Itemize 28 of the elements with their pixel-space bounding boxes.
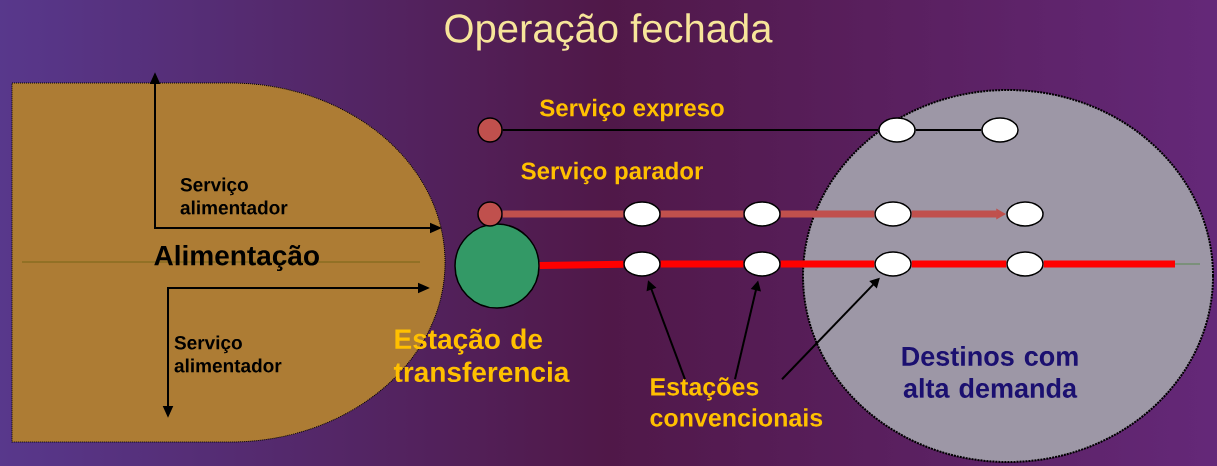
station-oval (743, 201, 781, 227)
station-oval (1006, 251, 1044, 277)
station-oval (1006, 201, 1044, 227)
transfer-station-circle (454, 223, 540, 309)
route-line (660, 210, 744, 218)
route-line (911, 260, 1007, 268)
station-oval (874, 201, 912, 227)
area-label: Serviço alimentador (180, 177, 288, 215)
route-line (780, 260, 875, 268)
route-line (914, 129, 983, 131)
area-label: Serviço alimentador (174, 335, 282, 373)
station-oval (874, 251, 912, 277)
station-oval (623, 251, 661, 277)
route-line (539, 260, 624, 269)
area-label: Alimentação (154, 244, 319, 272)
route-line (501, 129, 880, 131)
route-line (660, 260, 744, 268)
station-oval (981, 117, 1019, 143)
station-oval (878, 117, 916, 143)
line-label: Serviço expreso (540, 98, 724, 122)
terminal-circle (477, 201, 503, 227)
route-line (502, 210, 624, 218)
line-label: Serviço parador (521, 161, 703, 185)
station-oval (743, 251, 781, 277)
station-oval (623, 201, 661, 227)
terminal-circle (477, 117, 503, 143)
title: Operação fechada (445, 13, 773, 51)
station-label: Estação de transferencia (393, 328, 570, 383)
